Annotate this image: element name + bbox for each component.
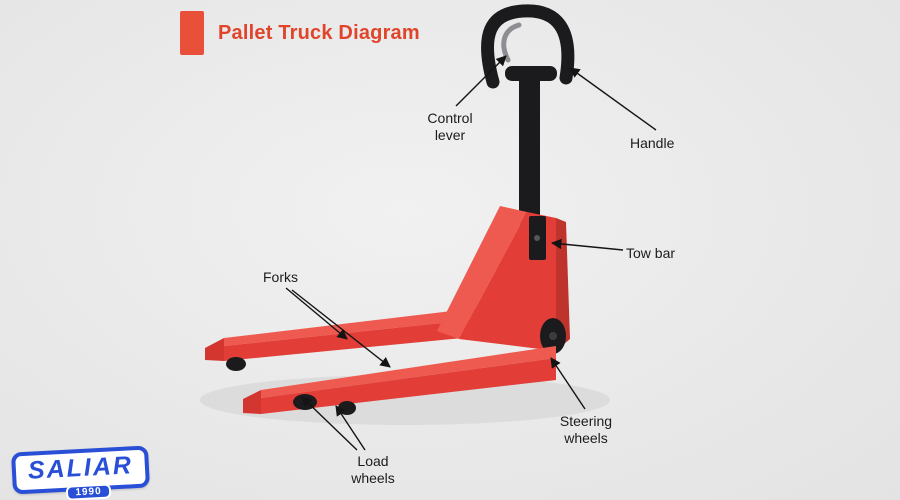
arrow-load-wheels-2 bbox=[335, 405, 366, 451]
tow-bar-pin bbox=[534, 235, 540, 241]
fork-far-tip bbox=[205, 338, 224, 361]
handle-mast-part bbox=[519, 74, 540, 226]
saliar-logo-year: 1990 bbox=[66, 483, 112, 500]
label-forks-text: Forks bbox=[263, 269, 298, 285]
label-control-lever-line2: lever bbox=[434, 126, 466, 143]
arrow-load-wheels-1 bbox=[301, 396, 358, 451]
body-right-face bbox=[556, 218, 570, 351]
arrow-control-lever bbox=[455, 55, 507, 107]
label-steering-wheels-line2: wheels bbox=[564, 429, 608, 446]
body-left-face bbox=[437, 206, 527, 339]
label-load-wheels-line1: Load bbox=[357, 453, 389, 469]
control-lever-part bbox=[501, 22, 522, 63]
handle-loop-part bbox=[481, 4, 575, 89]
label-handle-text: Handle bbox=[630, 135, 675, 151]
title-accent-bar bbox=[180, 11, 204, 55]
label-control-lever: Control lever bbox=[413, 110, 487, 144]
arrow-handle bbox=[569, 67, 657, 131]
steering-wheel-hub bbox=[549, 332, 557, 340]
label-control-lever-line1: Control bbox=[427, 110, 473, 126]
arrow-forks-1 bbox=[285, 287, 348, 340]
handle-junction-part bbox=[505, 66, 557, 81]
page-title: Pallet Truck Diagram bbox=[218, 22, 420, 44]
label-tow-bar-text: Tow bar bbox=[626, 245, 676, 261]
pallet-truck bbox=[200, 4, 610, 425]
saliar-logo: SALIAR 1990 bbox=[10, 445, 151, 500]
arrow-forks-2 bbox=[291, 289, 391, 368]
label-load-wheels: Load wheels bbox=[338, 453, 408, 487]
fork-near-top bbox=[261, 346, 556, 398]
fork-near-side bbox=[261, 358, 556, 414]
label-steering-wheels: Steering wheels bbox=[547, 413, 625, 447]
callout-arrows bbox=[285, 55, 657, 451]
fork-near-tip bbox=[243, 390, 261, 414]
label-load-wheels-line2: wheels bbox=[351, 469, 395, 486]
arrow-tow-bar bbox=[550, 238, 624, 251]
arrow-steering-wheels bbox=[550, 357, 586, 410]
label-forks: Forks bbox=[263, 269, 298, 286]
load-wheel-far bbox=[226, 357, 246, 371]
label-steering-wheels-line1: Steering bbox=[559, 413, 613, 429]
label-tow-bar: Tow bar bbox=[626, 245, 675, 262]
label-handle: Handle bbox=[630, 135, 674, 152]
